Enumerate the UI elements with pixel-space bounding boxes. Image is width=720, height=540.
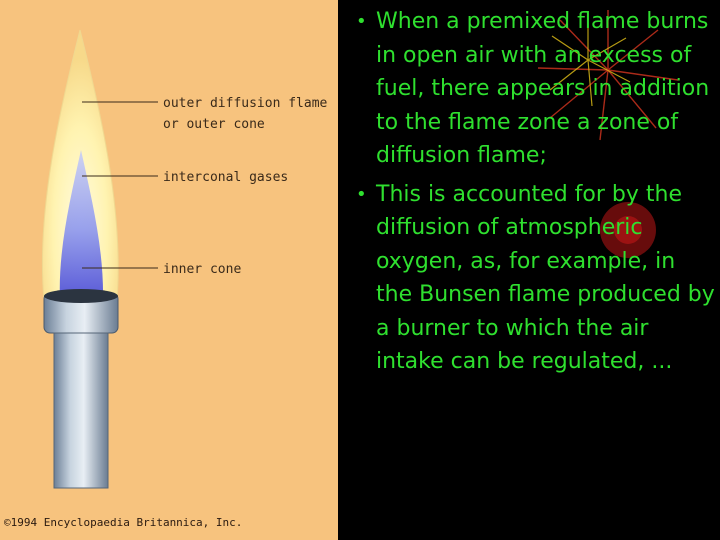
- interconal-gases-label: interconal gases: [163, 170, 289, 185]
- copyright-notice: ©1994 Encyclopaedia Britannica, Inc.: [4, 516, 243, 529]
- fireworks-decoration: [537, 10, 679, 258]
- outer-flame-label: outer diffusion flame or outer cone: [163, 93, 327, 135]
- inner-cone-label: inner cone: [163, 262, 242, 277]
- bunsen-flame-figure: outer diffusion flame or outer cone inte…: [0, 0, 338, 540]
- firework-burst-yellow: [549, 18, 631, 107]
- firework-burst-large: [537, 10, 679, 141]
- bullet-dot-icon: •: [356, 11, 367, 32]
- bullet-text: This is accounted for by the diffusion o…: [376, 181, 715, 375]
- bullet-text: When a premixed flame burns in open air …: [376, 9, 710, 168]
- bullet-item-premixed-flame: • When a premixed flame burns in open ai…: [352, 5, 718, 173]
- text-panel: • When a premixed flame burns in open ai…: [338, 0, 720, 540]
- bullet-list: • When a premixed flame burns in open ai…: [352, 5, 718, 384]
- outer-flame-label-line1: outer diffusion flame: [163, 96, 328, 111]
- bullet-item-diffusion-oxygen: • This is accounted for by the diffusion…: [352, 178, 718, 379]
- outer-flame-label-line2: or outer cone: [163, 117, 265, 132]
- bunsen-burner-illustration: [41, 29, 158, 489]
- bullet-dot-icon: •: [356, 183, 367, 205]
- burner-tube: [53, 332, 109, 489]
